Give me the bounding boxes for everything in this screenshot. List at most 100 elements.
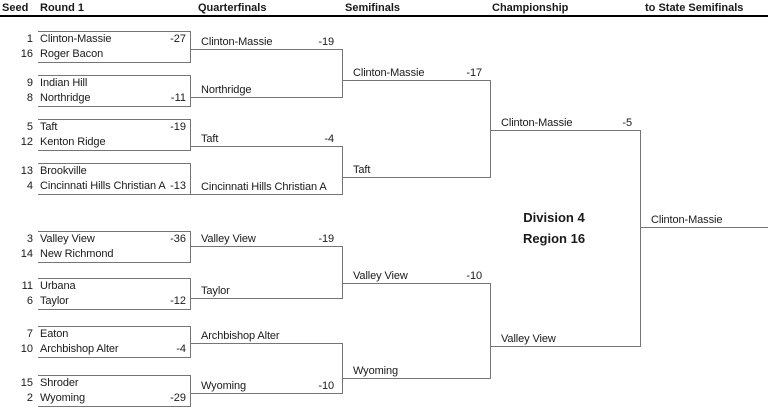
quarterfinal-team-row: Wyoming-10 xyxy=(194,378,336,392)
column-header-semifinals: Semifinals xyxy=(345,2,401,14)
team-score: -4 xyxy=(324,133,334,145)
team-name: Taft xyxy=(40,121,58,133)
team-score: -36 xyxy=(170,233,186,245)
team-name: Wyoming xyxy=(353,365,399,377)
bracket-line-v xyxy=(190,31,191,63)
team-row: 1 Clinton-Massie -27 xyxy=(0,32,188,46)
team-score: -27 xyxy=(170,33,186,45)
header-rule xyxy=(0,15,768,17)
quarterfinal-team-row: Cincinnati Hills Christian A xyxy=(194,179,336,193)
team-row: 3 Valley View -36 xyxy=(0,232,188,246)
seed-number: 3 xyxy=(26,233,33,245)
seed-number: 1 xyxy=(26,33,33,45)
column-header-to-state-semifinals: to State Semifinals xyxy=(645,2,744,14)
column-header-championship: Championship xyxy=(492,2,569,14)
team-name: New Richmond xyxy=(40,248,114,260)
bracket-line-v xyxy=(342,343,343,394)
seed-number: 16 xyxy=(20,48,33,60)
quarterfinal-team-row: Clinton-Massie-19 xyxy=(194,34,336,48)
region-title-division: Division 4 xyxy=(523,210,585,225)
team-name: Valley View xyxy=(501,333,556,345)
bracket-line-h xyxy=(190,49,342,50)
team-name: Eaton xyxy=(40,328,69,340)
bracket-line-v xyxy=(190,326,191,358)
bracket-line-h xyxy=(190,194,342,195)
team-row: 14 New Richmond xyxy=(0,247,188,261)
bracket-line-h xyxy=(38,262,190,263)
team-score: -4 xyxy=(176,343,186,355)
team-name: Taylor xyxy=(201,285,230,297)
seed-number: 8 xyxy=(26,92,33,104)
bracket-line-h xyxy=(38,31,190,32)
seed-number: 14 xyxy=(20,248,33,260)
semifinal-team-row: Clinton-Massie -17 xyxy=(346,65,484,79)
team-name: Clinton-Massie xyxy=(353,67,425,79)
bracket-line-h xyxy=(190,97,342,98)
team-name: Valley View xyxy=(40,233,95,245)
bracket-line-h xyxy=(38,106,190,107)
bracket-line-h xyxy=(38,75,190,76)
bracket-line-h xyxy=(190,246,342,247)
team-score: -19 xyxy=(318,233,334,245)
seed-number: 11 xyxy=(21,280,33,292)
championship-team-row: Clinton-Massie-5 xyxy=(494,115,634,129)
bracket-line-v xyxy=(342,246,343,299)
bracket-line-v xyxy=(190,278,191,310)
seed-number: 13 xyxy=(20,165,33,177)
team-name: Roger Bacon xyxy=(40,48,104,60)
team-name: Clinton-Massie xyxy=(651,214,723,226)
bracket-line-h xyxy=(490,346,640,347)
seed-number: 9 xyxy=(26,77,33,89)
team-name: Taylor xyxy=(40,295,69,307)
team-name: Taft xyxy=(201,133,219,145)
bracket-line-h xyxy=(38,309,190,310)
team-score: -29 xyxy=(170,392,186,404)
team-score: -11 xyxy=(170,92,186,104)
bracket-line-h xyxy=(38,326,190,327)
bracket-line-v xyxy=(190,75,191,107)
team-score: -10 xyxy=(466,270,482,282)
seed-number: 5 xyxy=(26,121,33,133)
semifinal-team-row: Taft xyxy=(346,162,484,176)
team-name: Archbishop Alter xyxy=(40,343,119,355)
team-name: Kenton Ridge xyxy=(40,136,106,148)
team-name: Valley View xyxy=(201,233,256,245)
seed-number: 6 xyxy=(26,295,33,307)
team-score: -17 xyxy=(466,67,482,79)
bracket-line-h xyxy=(38,278,190,279)
bracket-line-h xyxy=(342,80,490,81)
quarterfinal-team-row: Northridge xyxy=(194,82,336,96)
bracket-line-v xyxy=(190,163,191,195)
bracket-line-v xyxy=(342,49,343,98)
team-name: Shroder xyxy=(40,377,79,389)
team-score: -13 xyxy=(170,180,186,192)
team-name: Valley View xyxy=(353,270,408,282)
quarterfinal-team-row: Taylor xyxy=(194,283,336,297)
bracket-line-h xyxy=(38,194,190,195)
region-title-region: Region 16 xyxy=(522,231,586,246)
team-score: -5 xyxy=(622,117,632,129)
bracket-line-h xyxy=(190,298,342,299)
team-name: Wyoming xyxy=(40,392,86,404)
column-header-quarterfinals: Quarterfinals xyxy=(198,2,267,14)
bracket-line-h xyxy=(38,150,190,151)
team-row: 16 Roger Bacon xyxy=(0,47,188,61)
bracket-line-h xyxy=(38,231,190,232)
team-name: Cincinnati Hills Christian A xyxy=(40,180,166,192)
bracket-line-h xyxy=(342,378,490,379)
team-name: Clinton-Massie xyxy=(40,33,112,45)
bracket-line-h xyxy=(38,375,190,376)
seed-number: 4 xyxy=(26,180,33,192)
bracket-line-v xyxy=(342,146,343,195)
bracket-line-h xyxy=(490,130,640,131)
team-name: Indian Hill xyxy=(40,77,88,89)
bracket-line-h xyxy=(38,406,190,407)
bracket-line-h xyxy=(190,146,342,147)
